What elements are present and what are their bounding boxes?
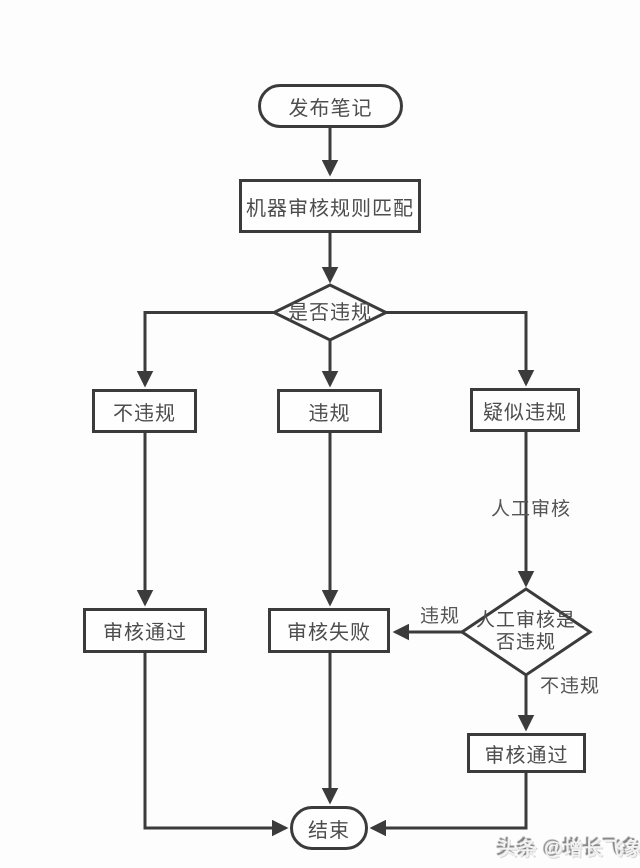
node-suspected: 疑似违规 <box>470 388 580 432</box>
edge-label-manual-review: 人工审核 <box>490 499 571 520</box>
node-pass-right: 审核通过 <box>467 733 586 773</box>
node-fail: 审核失败 <box>268 608 390 653</box>
edge-decision1-to-no-violation <box>136 311 274 388</box>
node-violation: 违规 <box>277 389 382 433</box>
watermark-text: 头条 @增长飞象 <box>498 839 640 860</box>
node-start: 发布笔记 <box>258 84 403 128</box>
decision2-diamond-shape <box>459 587 593 677</box>
node-decision1-label: 是否违规 <box>288 302 372 324</box>
edge-label-no-violation: 不违规 <box>539 676 600 697</box>
node-end: 结束 <box>290 806 368 850</box>
node-no-violation: 不违规 <box>92 389 197 433</box>
edge-pass-right-to-end <box>369 773 528 837</box>
node-pass-left: 审核通过 <box>83 608 207 653</box>
decision1-diamond-shape <box>270 283 390 342</box>
edge-pass-left-to-end <box>143 653 289 837</box>
node-machine-check: 机器审核规则匹配 <box>239 179 421 233</box>
node-decision2-label: 人工审核是否违规 <box>476 610 577 653</box>
edge-decision1-to-suspected <box>386 311 535 387</box>
edge-label-violation: 违规 <box>419 606 460 627</box>
